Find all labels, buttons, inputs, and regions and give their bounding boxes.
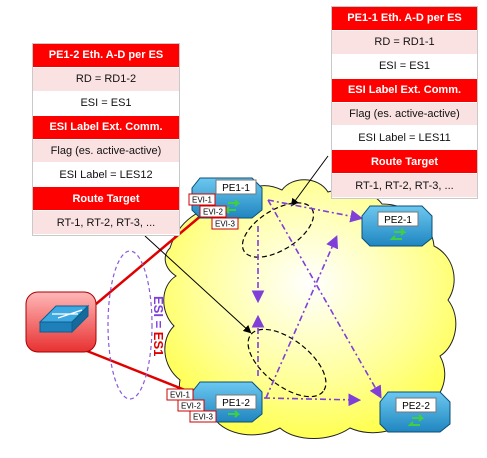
route-row-esi-label: ESI Label = LES12: [33, 163, 179, 188]
route-box-pe1-2: PE1-2 Eth. A-D per ES RD = RD1-2 ESI = E…: [32, 43, 180, 237]
esi-vertical-label: ESI = ES1: [151, 296, 166, 356]
router-label-pe2-2: PE2-2: [402, 401, 430, 412]
route-row-esi-label-ext: ESI Label Ext. Comm.: [332, 78, 477, 103]
route-row-flag: Flag (es. active-active): [33, 139, 179, 164]
adv-arrow: [265, 235, 339, 399]
evi-tag: EVI-1: [170, 391, 191, 400]
adv-arrow: [267, 199, 364, 223]
router-label-pe1-2: PE1-2: [222, 398, 250, 409]
evi-tag: EVI-3: [193, 413, 214, 422]
route-row-title: PE1-1 Eth. A-D per ES: [332, 7, 477, 31]
route-row-esi-label: ESI Label = LES11: [332, 126, 477, 151]
route-row-rt-list: RT-1, RT-2, RT-3, ...: [332, 174, 477, 199]
route-row-rd: RD = RD1-2: [33, 67, 179, 92]
router-pe2-1: PE2-1: [361, 205, 433, 247]
evi-tag: EVI-3: [215, 220, 236, 229]
route-box-pe1-1: PE1-1 Eth. A-D per ES RD = RD1-1 ESI = E…: [331, 6, 478, 200]
evi-tag: EVI-1: [192, 196, 213, 205]
adv-arrow: [263, 393, 362, 407]
ellipse-lower: [247, 328, 327, 398]
route-row-rt-list: RT-1, RT-2, RT-3, ...: [33, 211, 179, 236]
evi-tag: EVI-2: [203, 208, 224, 217]
router-label-pe2-1: PE2-1: [384, 215, 412, 226]
adv-arrow: [267, 199, 382, 399]
evi-tags-pe1-2: EVI-1 EVI-2 EVI-3: [166, 388, 217, 423]
link-ce-pe1-1: [95, 203, 216, 305]
route-row-title: PE1-2 Eth. A-D per ES: [33, 44, 179, 68]
evi-tags-pe1-1: EVI-1 EVI-2 EVI-3: [188, 193, 239, 230]
route-row-route-target: Route Target: [33, 187, 179, 212]
route-row-esi: ESI = ES1: [33, 91, 179, 116]
route-row-rd: RD = RD1-1: [332, 30, 477, 55]
route-row-esi: ESI = ES1: [332, 54, 477, 79]
evi-tag: EVI-2: [181, 402, 202, 411]
router-pe2-2: PE2-2: [379, 391, 451, 433]
ce-switch-icon: [25, 291, 97, 353]
pointer-arrow-right: [290, 155, 329, 207]
route-row-flag: Flag (es. active-active): [332, 102, 477, 127]
route-row-esi-label-ext: ESI Label Ext. Comm.: [33, 115, 179, 140]
esi-ellipse: [107, 250, 153, 400]
pointer-arrow-left: [144, 235, 252, 334]
router-label-pe1-1: PE1-1: [222, 183, 250, 194]
route-row-route-target: Route Target: [332, 150, 477, 175]
